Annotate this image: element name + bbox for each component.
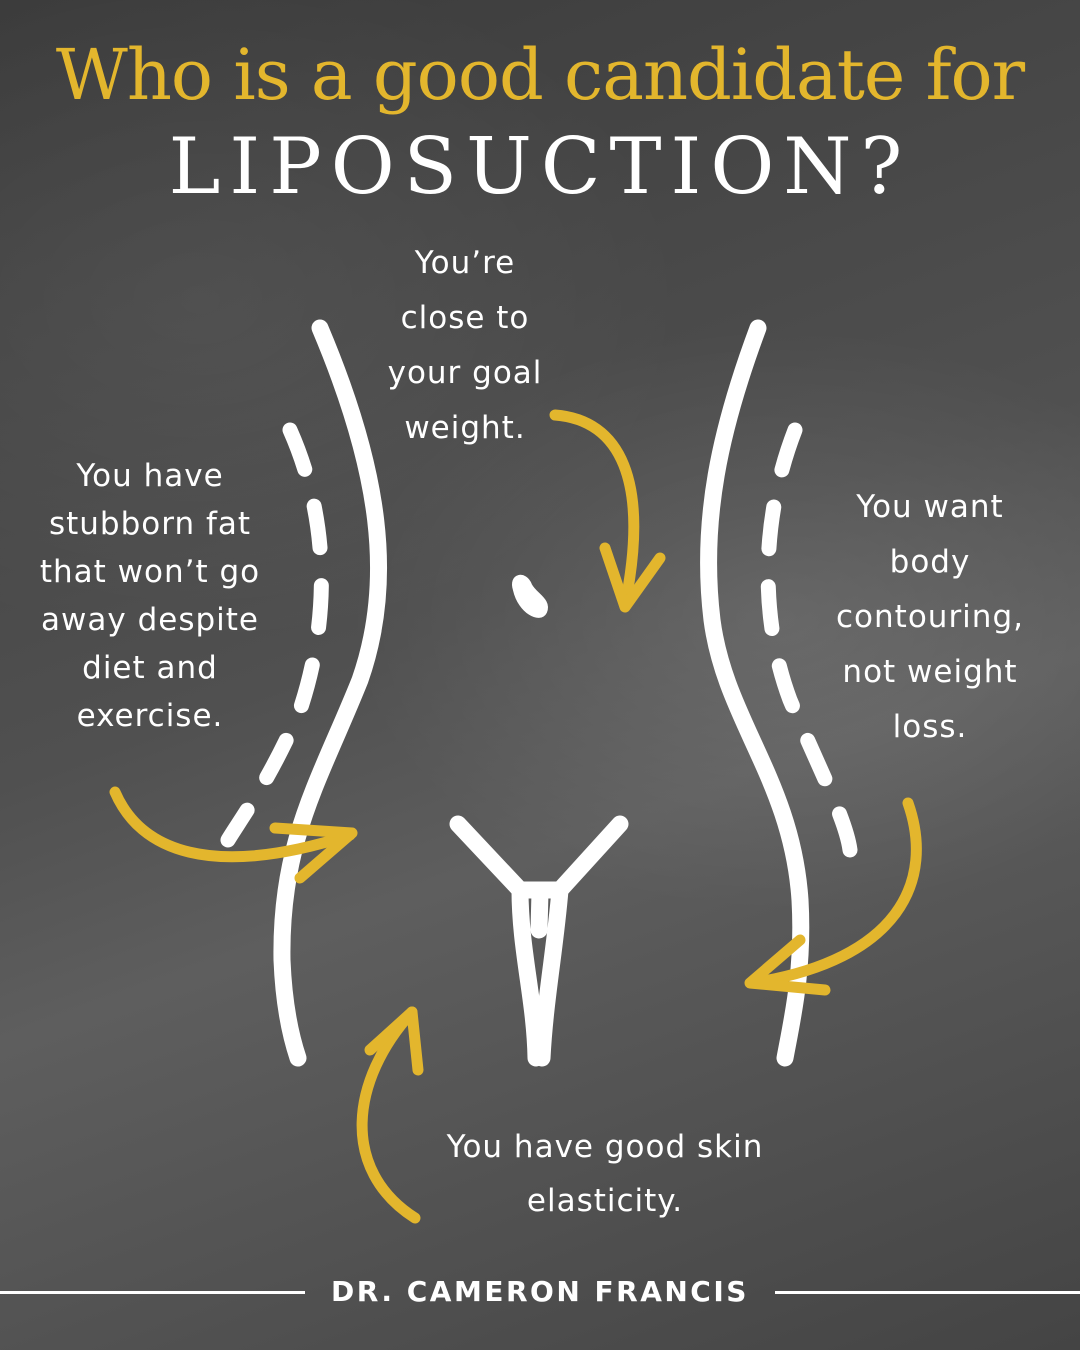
- footer-name: DR. CAMERON FRANCIS: [331, 1275, 749, 1308]
- footer-divider-right: [775, 1291, 1080, 1294]
- note-skin-elasticity: You have good skin elasticity.: [446, 1129, 764, 1219]
- arrow-icon-top: [549, 409, 666, 613]
- note-goal-weight: You’re close to your goal weight.: [387, 245, 543, 446]
- arrow-icon-bottom: [356, 1006, 424, 1224]
- note-body-contouring: You want body contouring, not weight los…: [836, 489, 1024, 745]
- navel-icon: [512, 574, 548, 618]
- groin-icon: [449, 815, 629, 1067]
- title-line-2: LIPOSUCTION?: [168, 122, 912, 212]
- title-line-1: Who is a good candidate for: [55, 34, 1025, 116]
- dashed-outline-icon: [220, 422, 858, 858]
- footer-divider-left: [0, 1291, 305, 1294]
- note-stubborn-fat: You have stubborn fat that won’t go away…: [39, 458, 261, 734]
- left-body-line: [273, 319, 388, 1067]
- arrow-icon-right: [744, 797, 922, 996]
- arrow-icon-left: [109, 786, 358, 884]
